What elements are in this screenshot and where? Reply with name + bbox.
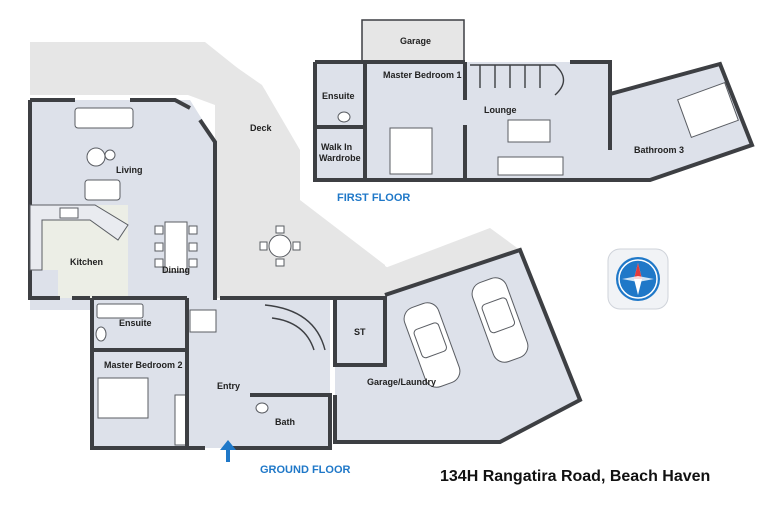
first-walls (313, 60, 755, 182)
dining-table (164, 221, 188, 273)
deck-chair-s (275, 258, 285, 267)
armchair (84, 179, 121, 201)
deck-table (268, 234, 292, 258)
stair-straight (189, 309, 217, 333)
ground-walls (90, 247, 583, 450)
master-bedroom-1-label: Master Bedroom 1 (383, 70, 462, 80)
walk-in-label: Walk In (321, 142, 352, 152)
car-2 (471, 277, 529, 363)
first-floor-label: FIRST FLOOR (337, 192, 410, 204)
ensuite-ground-label: Ensuite (119, 318, 152, 328)
deck-chair-w (259, 241, 268, 251)
coffee-table (86, 147, 106, 167)
side-table (104, 149, 116, 161)
bed-bathroom-3 (677, 82, 739, 138)
car-1 (403, 302, 461, 388)
garage-laundry-room (335, 250, 580, 440)
st-room (335, 300, 385, 365)
living-wall (28, 98, 217, 315)
kitchen-counter (29, 204, 129, 271)
chair-3 (154, 258, 164, 268)
deck-top (30, 42, 388, 298)
address-text: 134H Rangatira Road, Beach Haven (440, 468, 711, 485)
toilet-ensuite (95, 326, 107, 342)
bathtub (96, 303, 144, 319)
bed-master-2 (97, 377, 149, 419)
deck-chair-e (292, 241, 301, 251)
dining-label: Dining (162, 265, 190, 275)
ensuite-first-label: Ensuite (322, 91, 355, 101)
toilet-first (337, 111, 351, 123)
chair-5 (188, 242, 198, 252)
chair-1 (154, 225, 164, 235)
compass-icon (607, 248, 669, 310)
lounge-table (507, 119, 551, 143)
first-garage (361, 19, 465, 65)
walk-in-room (315, 127, 365, 179)
toilet-bath (255, 402, 269, 414)
bed-master-1 (389, 127, 433, 175)
garage-first-label: Garage (400, 36, 431, 46)
first-stair (470, 64, 565, 96)
chair-2 (154, 242, 164, 252)
chair-6 (188, 258, 198, 268)
entry-label: Entry (217, 381, 240, 391)
bathroom-3-label: Bathroom 3 (634, 145, 684, 155)
living-label: Living (116, 165, 143, 175)
lounge-label: Lounge (484, 105, 517, 115)
deck-label: Deck (250, 123, 273, 133)
chair-4 (188, 225, 198, 235)
wardrobe-label: Wardrobe (319, 153, 361, 163)
lounge-sofa (497, 156, 564, 176)
curved-stair (264, 304, 326, 351)
hob (59, 207, 79, 219)
st-label: ST (354, 327, 366, 337)
entry-arrow-icon (220, 440, 236, 462)
garage-ramp (385, 228, 520, 295)
master-bedroom-2-label: Master Bedroom 2 (104, 360, 183, 370)
deck-chair-n (275, 225, 285, 234)
garage-laundry-label: Garage/Laundry (367, 377, 436, 387)
kitchen-label: Kitchen (70, 257, 103, 267)
sofa-top (74, 107, 134, 129)
entry-room (187, 300, 330, 448)
ground-floor-label: GROUND FLOOR (260, 464, 350, 476)
bath-label: Bath (275, 417, 295, 427)
laundry-nook (30, 270, 58, 298)
